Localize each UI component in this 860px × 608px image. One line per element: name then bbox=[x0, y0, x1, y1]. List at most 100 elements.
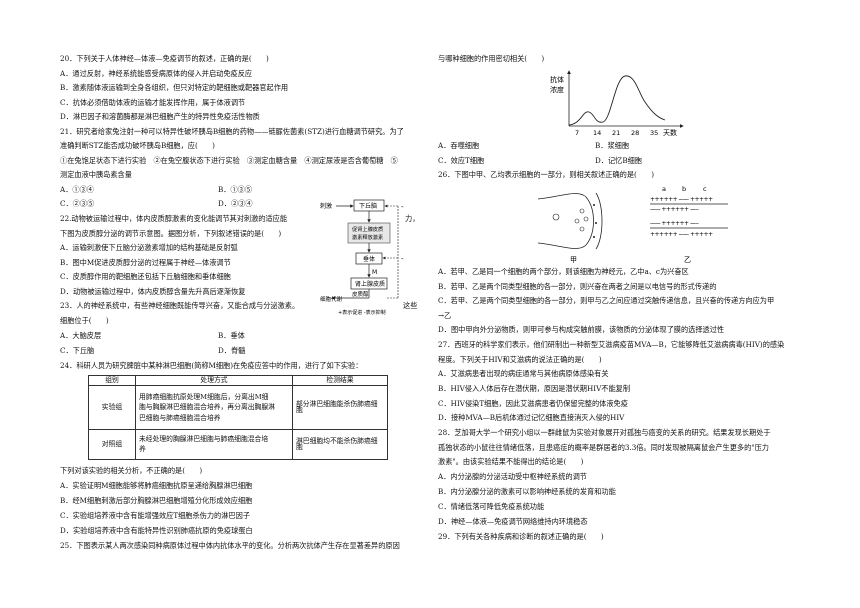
q25-stem: 25．下图表示某人两次感染同种病原体过程中体内抗体水平的变化。分析两次抗体产生存… bbox=[60, 541, 400, 550]
q20-option-b: B．激素随体液运输到全身各组织，但只对特定的靶细胞或靶器官起作用 bbox=[60, 83, 289, 92]
q23-option-c: C．下丘脑 bbox=[60, 346, 95, 355]
table-cell-group: 对照组 bbox=[88, 428, 136, 460]
q27-stem-2: 程度。下列关于HIV和艾滋病的说法正确的是( ) bbox=[438, 355, 602, 364]
q27-option-a: A．艾滋病患者出现的病症通常与其他病原体感染有关 bbox=[438, 369, 609, 378]
q28-option-c: C．情绪低落可降低免疫系统功能 bbox=[438, 502, 545, 511]
table-header: 检测结果 bbox=[292, 375, 388, 386]
q28-option-a: A．内分泌腺的分泌活动受中枢神经系统的调节 bbox=[438, 472, 587, 481]
q24-after: 下列对该实验的相关分析，不正确的是( ) bbox=[60, 466, 203, 475]
q22-option-b: B．图中M促进皮质醇分泌的过程属于神经—体液调节 bbox=[60, 258, 231, 267]
label-b: b bbox=[682, 185, 686, 193]
q20-stem: 20．下列关于人体神经—体液—免疫调节的叙述，正确的是( ) bbox=[60, 54, 269, 63]
q27-option-c: C．HIV侵染T细胞，因此艾滋病患者仍保留完整的体液免疫 bbox=[438, 399, 628, 408]
q23-option-d: D．脊髓 bbox=[218, 346, 246, 355]
table-row: 实验组 用肺癌细胞抗原处理M细胞后，分离出M细 胞与胸腺淋巴细胞混合培养，再分离… bbox=[88, 384, 388, 430]
q23-stem-1: 23．人的神经系统中，有些神经细胞既能传导兴奋，又能合成与分泌激素。 bbox=[60, 301, 300, 310]
right-column: 与哪种细胞的作用密切相关( ) 抗体 浓度 7 14 21 28 35 天数 A… bbox=[430, 0, 860, 608]
charge-row-4: ++++++ ------ +++++ bbox=[650, 231, 713, 238]
q26-option-c-2: →乙 bbox=[438, 311, 452, 320]
q22-stem-2: 下图为皮质醇分泌的调节示意图。据图分析，下列叙述错误的是( ) bbox=[60, 229, 282, 238]
crh-label-line2: 激素释放激素 bbox=[352, 233, 383, 241]
table-row: 对照组 未经处理的胸腺淋巴细胞与肺癌细胞混合培 养 淋巴细胞均不能杀伤肺癌细胞 bbox=[88, 428, 388, 460]
hypothalamus-label: 下丘脑 bbox=[359, 202, 377, 210]
q22-option-c: C．皮质醇作用的靶细胞还包括下丘脑细胞和垂体细胞 bbox=[60, 272, 231, 281]
q25-option-d: D．记忆B细胞 bbox=[595, 156, 642, 165]
table-cell-result: 淋巴细胞均不能杀伤肺癌细胞 bbox=[292, 428, 388, 460]
experiment-table: 组别 处理方式 检测结果 实验组 用肺癌细胞抗原处理M细胞后，分离出M细 胞与胸… bbox=[88, 375, 388, 460]
q22-option-d: D．动物被运输过程中，体内皮质醇含量先升高后逐渐恢复 bbox=[60, 287, 246, 296]
q28-stem-3: 激素"。由该实验结果不能得出的结论是( ) bbox=[438, 457, 584, 466]
q24-option-b: B．经M细胞刺激后部分胸腺淋巴细胞增殖分化形成效应细胞 bbox=[60, 496, 253, 505]
table-cell-result: 部分淋巴细胞能杀伤肺癌细胞 bbox=[292, 384, 388, 430]
charge-row-3: ------ ++++++ ----- bbox=[650, 220, 699, 227]
q20-option-d: D．淋巴因子和溶菌酶都是淋巴细胞产生的特异性免疫活性物质 bbox=[60, 112, 260, 121]
treatment-line: 巴细胞与肺癌细胞混合培养 bbox=[139, 413, 221, 422]
q22-stem-1-tail: 力， bbox=[405, 214, 420, 223]
q26-stem: 26．下图中甲、乙均表示细胞的一部分，则相关叙述正确的是( ) bbox=[438, 170, 655, 179]
jia-label: 甲 bbox=[570, 256, 577, 264]
q21-stem-1: 21．研究者给家兔注射一种可以特异性破坏胰岛B细胞的药物——链脲佐菌素(STZ)… bbox=[60, 127, 404, 136]
x-axis-label: 天数 bbox=[663, 128, 677, 137]
q24-stem: 24．科研人员为研究脾脏中某种淋巴细胞(简称M细胞)在免疫应答中的作用，进行了如… bbox=[60, 361, 363, 370]
synaptic-terminal-shape bbox=[537, 193, 594, 249]
treatment-line: 用肺癌细胞抗原处理M细胞后，分离出M细 bbox=[139, 392, 269, 401]
q22-option-a: A．运输刺激使下丘脑分泌激素增加的结构基础是反射弧 bbox=[60, 243, 238, 252]
feedback-minus-2: - bbox=[401, 255, 404, 263]
charge-row-1: ++++++ ------ +++++ bbox=[650, 196, 713, 203]
treatment-line: 胞与胸腺淋巴细胞混合培养，再分离出胸腺淋 bbox=[139, 403, 275, 412]
pituitary-label: 垂体 bbox=[363, 255, 375, 263]
x-tick: 35 bbox=[650, 129, 658, 137]
neuron-membrane-figure: 甲 a b c ++++++ ------ +++++ ------ +++++… bbox=[537, 185, 728, 264]
q25-option-c: C．效应T细胞 bbox=[438, 156, 485, 165]
metabolism-label: 细胞代谢 bbox=[320, 295, 343, 303]
q21-option-a: A．①③④ bbox=[60, 185, 94, 194]
q26-option-a: A．若甲、乙是同一个细胞的两个部分，则该细胞为神经元，乙中a、c为兴奋区 bbox=[438, 267, 689, 276]
table-header: 组别 bbox=[88, 375, 136, 386]
x-tick: 28 bbox=[631, 129, 639, 137]
q27-stem-1: 27．西班牙的科学家们表示，他们研制出一种新型艾滋病疫苗MVA—B，它能够降低艾… bbox=[438, 340, 785, 349]
q22-stem-1: 22.动物被运输过程中，体内皮质醇激素的变化能调节其对刺激的适应能 bbox=[60, 214, 288, 223]
table-header: 处理方式 bbox=[135, 375, 293, 386]
q28-stem-2: 孤独状态的小鼠往往情绪低落，且患癌症的概率是群居者的3.3倍。同时发现被隔离鼠会… bbox=[438, 443, 769, 452]
treatment-line: 未经处理的胸腺淋巴细胞与肺癌细胞混合培 bbox=[139, 434, 269, 443]
x-tick: 14 bbox=[593, 129, 601, 137]
legend-label: +表示促进 -表示抑制 bbox=[338, 309, 386, 316]
table-cell-treatment: 用肺癌细胞抗原处理M细胞后，分离出M细 胞与胸腺淋巴细胞混合培养，再分离出胸腺淋… bbox=[135, 384, 293, 430]
q23-stem-1-tail: 这些 bbox=[403, 301, 418, 310]
yi-label: 乙 bbox=[684, 256, 691, 264]
q21-stem-2: 准确判断STZ能否成功破坏胰岛B细胞，应( ) bbox=[60, 141, 215, 150]
q21-option-b: B．①③⑤ bbox=[218, 185, 253, 194]
q28-option-b: B．内分泌腺分泌的激素可以影响神经系统的发育和功能 bbox=[438, 487, 616, 496]
q23-option-a: A．大脑皮层 bbox=[60, 331, 102, 340]
stimulus-label: 刺激 bbox=[320, 202, 332, 210]
y-axis-label-2: 浓度 bbox=[550, 85, 564, 94]
m-label: M bbox=[372, 269, 377, 276]
table-cell-treatment: 未经处理的胸腺淋巴细胞与肺癌细胞混合培 养 bbox=[135, 428, 293, 460]
q27-option-d: D．接种MVA—B后机体通过记忆细胞直接消灭入侵的HIV bbox=[438, 413, 625, 422]
q26-option-d: D．图中甲向外分泌物质，则甲可参与构成突触前膜，该物质的分泌体现了膜的选择透过性 bbox=[438, 325, 725, 334]
q21-option-d: D．②③④ bbox=[218, 199, 253, 208]
cortisol-label: 皮质醇 bbox=[352, 290, 369, 298]
left-column: 20．下列关于人体神经—体液—免疫调节的叙述，正确的是( ) A．通过反射，神经… bbox=[60, 54, 420, 550]
label-c: c bbox=[703, 185, 707, 193]
y-axis-label-1: 抗体 bbox=[550, 75, 564, 84]
q24-option-d: D．实验组培养液中含有能特异性识别肺癌抗原的免疫球蛋白 bbox=[60, 526, 253, 535]
q26-option-c-1: C．若甲、乙是两个同类型细胞的各一部分，则甲与乙之间应通过突触传递信息，且兴奋的… bbox=[438, 296, 775, 305]
treatment-line: 养 bbox=[139, 445, 146, 454]
q21-choices-1: ①在兔饱足状态下进行实验 ②在兔空腹状态下进行实验 ③测定血糖含量 ④测定尿液是… bbox=[60, 156, 398, 165]
q26-option-b: B．若甲、乙是两个同类型细胞的各一部分，则兴奋在两者之间是以电信号的形式传递的 bbox=[438, 282, 717, 291]
q29-stem: 29．下列有关各种疾病和诊断的叙述正确的是( ) bbox=[438, 532, 604, 541]
q24-option-c: C．实验组培养液中含有能增强效应T细胞杀伤力的淋巴因子 bbox=[60, 511, 250, 520]
q25-option-a: A．吞噬细胞 bbox=[438, 141, 480, 150]
table-header-row: 组别 处理方式 检测结果 bbox=[88, 375, 388, 386]
x-tick: 7 bbox=[575, 129, 579, 137]
q25-option-b: B．浆细胞 bbox=[595, 141, 630, 150]
q23-stem-2: 细胞位于( ) bbox=[60, 316, 109, 325]
adrenal-label: 肾上腺皮质 bbox=[355, 280, 385, 288]
label-a: a bbox=[662, 185, 666, 193]
q21-choices-2: 测定血液中胰岛素含量 bbox=[60, 170, 132, 179]
q24-option-a: A．实验证明M细胞能够将肺癌细胞抗原呈递给胸腺淋巴细胞 bbox=[60, 481, 253, 490]
q20-option-a: A．通过反射，神经系统能感受病原体的侵入并启动免疫反应 bbox=[60, 69, 253, 78]
cortisol-regulation-diagram: 刺激 下丘脑 促肾上腺皮质 激素释放激素 垂体 M 肾上腺皮质 皮质醇 - - … bbox=[320, 199, 404, 316]
antibody-curve-graph: 抗体 浓度 7 14 21 28 35 天数 bbox=[550, 70, 684, 137]
